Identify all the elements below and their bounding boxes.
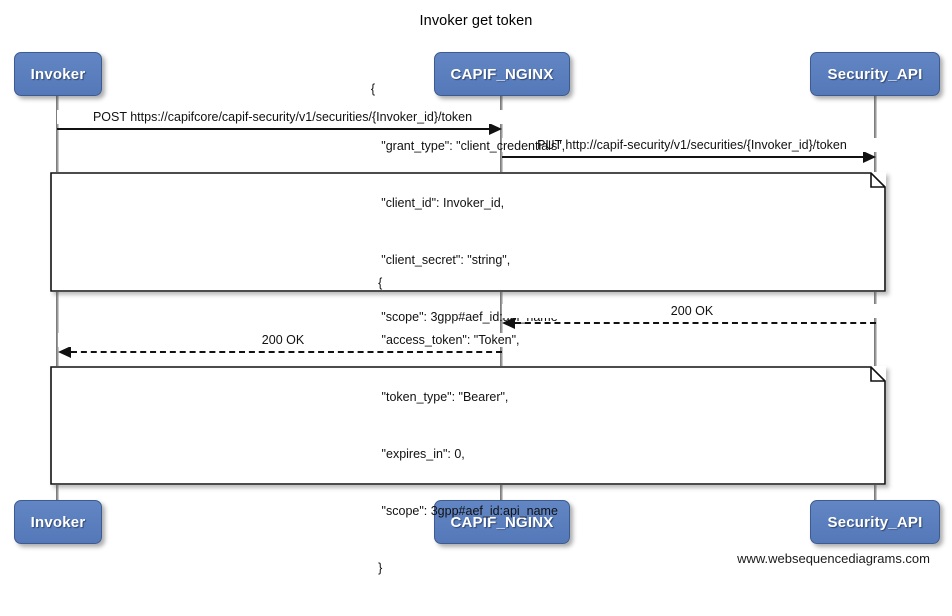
message-label: 200 OK [58,333,508,347]
participant-capif-nginx-top[interactable]: CAPIF_NGINX [434,52,570,96]
sequence-diagram-canvas: Invoker get token Invoker CAPIF_NGINX Se… [14,13,940,575]
participant-security-api-top[interactable]: Security_API [810,52,940,96]
note-shape-icon [50,172,886,292]
participant-label: CAPIF_NGINX [450,65,554,83]
participant-label: Security_API [827,513,923,531]
footer-credit: www.websequencediagrams.com [737,551,930,566]
note-line: "access_token": "Token", [378,332,520,347]
page-title: Invoker get token [419,13,533,29]
lifeline-capif-nginx [500,96,503,500]
note-line: "client_id": Invoker_id, [370,196,505,210]
message-line [71,351,502,353]
lifeline-invoker [56,96,59,500]
note-line: "expires_in": 0, [378,446,465,461]
note-response-body: { "access_token": "Token", "token_type":… [50,276,886,575]
participant-invoker-top[interactable]: Invoker [14,52,102,96]
note-line: { [370,82,376,96]
arrowhead-left-icon [58,346,71,358]
note-request-body: { "grant_type": "client_credentials", "c… [50,82,886,381]
participant-label: Invoker [30,513,86,531]
note-line: "scope": 3gpp#aef_id:api_name [378,503,558,518]
message-label: POST https://capifcore/capif-security/v1… [57,110,508,124]
note-text: { "access_token": "Token", "token_type":… [378,236,558,616]
participant-capif-nginx-bottom[interactable]: CAPIF_NGINX [434,500,570,544]
participant-label: Invoker [30,65,86,83]
message-label: 200 OK [502,304,882,318]
participant-invoker-bottom[interactable]: Invoker [14,500,102,544]
note-line: { [378,275,383,290]
arrowhead-right-icon [863,151,876,163]
participant-label: Security_API [827,65,923,83]
arrowhead-right-icon [489,123,502,135]
message-line [57,128,489,130]
arrowhead-left-icon [502,317,515,329]
note-line: } [378,560,383,575]
participant-label: CAPIF_NGINX [450,513,554,531]
message-line [515,322,876,324]
note-line: "grant_type": "client_credentials", [370,139,566,153]
participant-security-api-bottom[interactable]: Security_API [810,500,940,544]
message-line [502,156,863,158]
message-label: PUT http://capif-security/v1/securities/… [502,138,882,152]
note-line: "client_secret": "string", [370,253,511,267]
note-line: "token_type": "Bearer", [378,389,509,404]
lifeline-security-api [874,96,877,500]
note-shape-icon [50,366,886,485]
